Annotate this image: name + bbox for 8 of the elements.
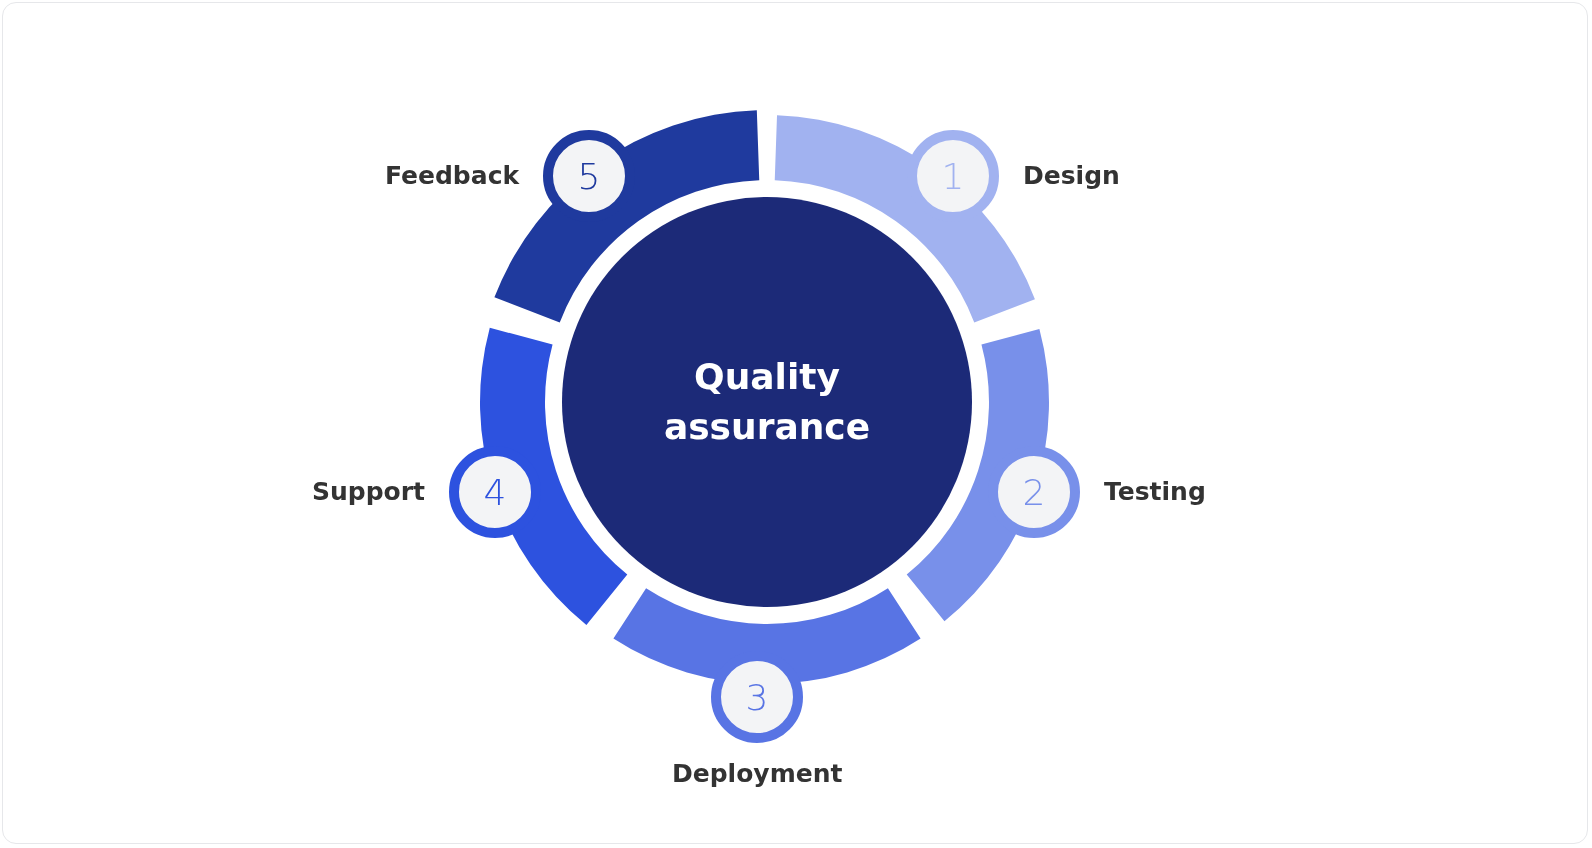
step-label: Feedback: [385, 161, 520, 191]
step-label: Deployment: [672, 759, 843, 789]
step-label: Design: [1023, 161, 1120, 191]
ring-segment: [613, 588, 921, 743]
step-label: Support: [312, 477, 426, 507]
ring-segment: [906, 329, 1080, 622]
ring-segment: [449, 327, 628, 626]
step-label: Testing: [1104, 477, 1206, 507]
